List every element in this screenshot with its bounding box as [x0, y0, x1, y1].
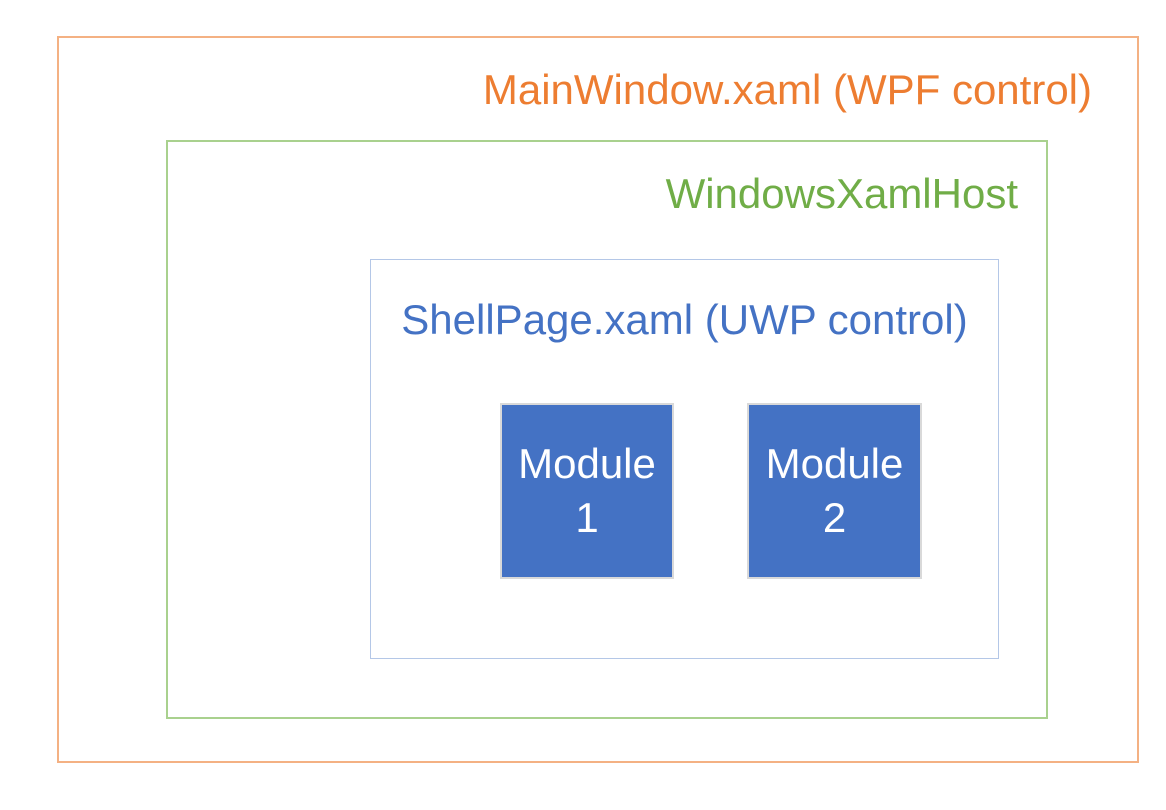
module-2-label-line1: Module: [765, 440, 904, 487]
windowsxamlhost-frame: WindowsXamlHost ShellPage.xaml (UWP cont…: [166, 140, 1048, 719]
module-1-label-line1: Module: [518, 440, 656, 487]
mainwindow-frame: MainWindow.xaml (WPF control) WindowsXam…: [57, 36, 1139, 763]
shellpage-label: ShellPage.xaml (UWP control): [401, 296, 968, 343]
shellpage-frame: ShellPage.xaml (UWP control) Module 1 Mo…: [370, 259, 999, 659]
module-1-box: Module 1: [500, 403, 674, 579]
module-2-box: Module 2: [747, 403, 922, 579]
module-2-label-line2: 2: [822, 494, 847, 541]
mainwindow-label: MainWindow.xaml (WPF control): [482, 66, 1092, 113]
module-1-label-line2: 1: [575, 494, 599, 541]
windowsxamlhost-label: WindowsXamlHost: [665, 170, 1018, 217]
